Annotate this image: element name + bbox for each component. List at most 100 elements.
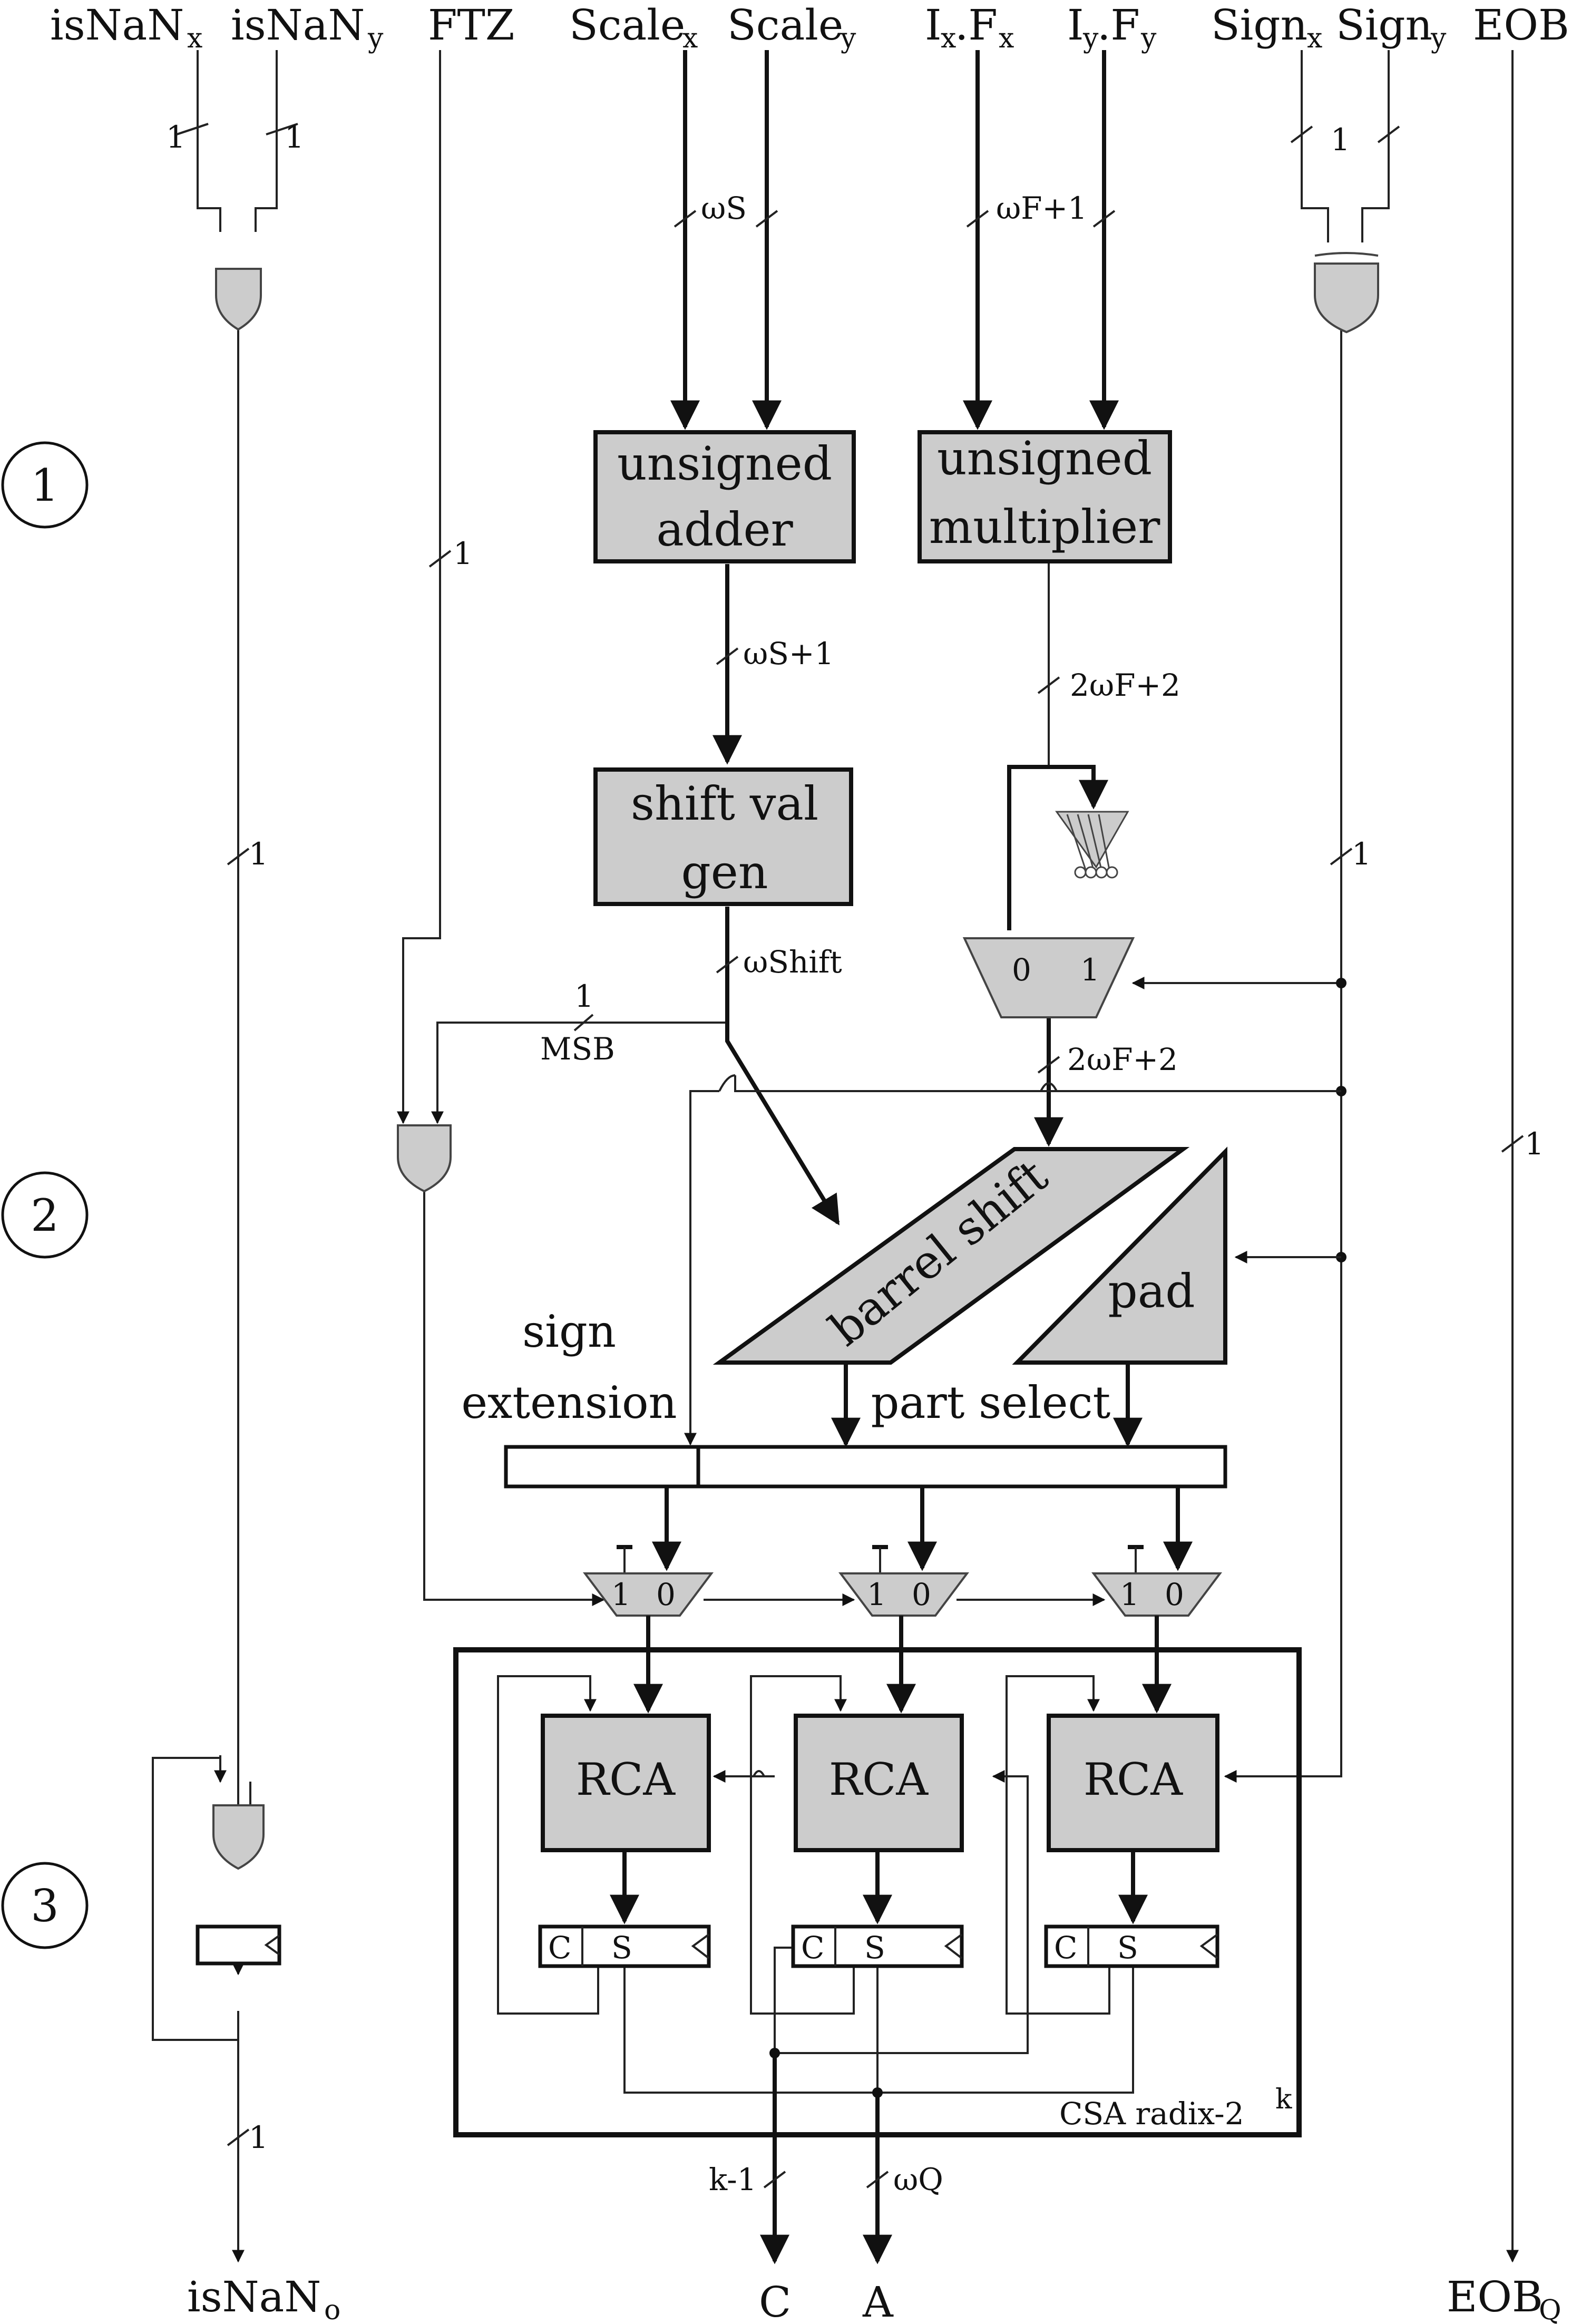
svg-text:S: S [1117, 1930, 1138, 1966]
svg-text:gen: gen [681, 845, 768, 899]
svg-text:isNaN: isNaN [231, 1, 365, 50]
scale-wires [670, 50, 840, 1226]
svg-text:isNaN: isNaN [187, 2272, 321, 2321]
svg-text:y: y [1082, 23, 1099, 54]
svg-text:x: x [941, 23, 956, 54]
partial-product-register [504, 1445, 1227, 1489]
bus-tick [176, 123, 209, 135]
svg-text:Sign: Sign [1336, 1, 1432, 50]
svg-text:1: 1 [611, 1577, 631, 1612]
svg-text:k: k [1275, 2084, 1292, 2115]
stage-marker-3: 3 [1, 1862, 89, 1949]
ftz-wires [397, 50, 727, 1606]
rca-block-3: RCA [1047, 1714, 1219, 1852]
svg-text:y: y [840, 23, 856, 54]
svg-text:y: y [1140, 23, 1157, 54]
width-msb: 1 [574, 978, 594, 1014]
input-sign-y-label: Sign y [1336, 1, 1447, 54]
svg-text:y: y [367, 23, 384, 54]
svg-text:.F: .F [955, 1, 998, 50]
svg-text:RCA: RCA [1084, 1754, 1184, 1805]
svg-text:S: S [611, 1930, 632, 1966]
svg-text:Scale: Scale [569, 1, 685, 50]
frac-wires [963, 50, 1341, 1147]
svg-text:1: 1 [867, 1577, 886, 1612]
part-select-label: part select [871, 1377, 1111, 1428]
svg-text:x: x [1307, 23, 1322, 54]
stage-marker-1: 1 [1, 441, 89, 529]
or-gate-isnan-stage3 [212, 1804, 265, 1870]
svg-text:pad: pad [1108, 1264, 1195, 1318]
or-gate-isnan-in [215, 268, 262, 331]
inverter-bank-icon [1055, 811, 1129, 879]
output-isnan-o-label: isNaN o [187, 2272, 340, 2324]
input-isnan-y-label: isNaN y [231, 1, 384, 54]
svg-text:multiplier: multiplier [929, 500, 1160, 554]
csa-wires [497, 1616, 1172, 2264]
select-mux-2: 1 0 [838, 1545, 969, 1617]
width-shift: ωShift [743, 944, 842, 980]
svg-text:unsigned: unsigned [617, 436, 832, 491]
input-eob-label: EOB [1473, 1, 1569, 50]
width-sign-mid: 1 [1352, 836, 1371, 872]
cs-register-2: C S [791, 1924, 964, 1968]
svg-text:S: S [864, 1930, 885, 1966]
svg-text:x: x [187, 23, 202, 54]
width-adder-out: ωS+1 [743, 636, 834, 672]
svg-text:C: C [801, 1930, 824, 1966]
input-ftz-label: FTZ [428, 1, 514, 50]
svg-text:0: 0 [912, 1577, 931, 1612]
svg-text:shift val: shift val [631, 776, 818, 831]
input-iyfy-label: I y .F y [1067, 1, 1157, 54]
width-ftz: 1 [453, 536, 473, 571]
input-sign-x-label: Sign x [1211, 1, 1322, 54]
sign-wires [684, 50, 1400, 1783]
unsigned-multiplier-block: unsigned multiplier [918, 430, 1172, 563]
width-a-out: ωQ [893, 2162, 943, 2197]
svg-text:C: C [1054, 1930, 1077, 1966]
sign-extension-label-2: extension [461, 1377, 677, 1428]
width-c-out: k-1 [709, 2162, 757, 2197]
svg-text:2: 2 [31, 1190, 58, 1241]
svg-text:x: x [999, 23, 1014, 54]
svg-text:1: 1 [1120, 1577, 1139, 1612]
width-sign: 1 [1331, 122, 1350, 158]
svg-text:.F: .F [1097, 1, 1140, 50]
sign-extension-label-1: sign [522, 1306, 616, 1357]
or-gate-ftz [397, 1124, 452, 1193]
select-mux-3: 1 0 [1091, 1545, 1222, 1617]
width-isnan-out: 1 [249, 2119, 268, 2155]
rca-block-2: RCA [794, 1714, 964, 1852]
input-scale-x-label: Scale x [569, 1, 698, 54]
svg-text:RCA: RCA [829, 1754, 929, 1805]
svg-text:1: 1 [31, 460, 58, 511]
svg-text:y: y [1430, 23, 1447, 54]
svg-text:o: o [324, 2294, 340, 2324]
rca-block-1: RCA [541, 1714, 711, 1852]
unsigned-adder-block: unsigned adder [593, 430, 856, 563]
svg-text:0: 0 [1012, 952, 1031, 988]
shift-val-gen-block: shift val gen [593, 767, 853, 906]
select-mux-1: 1 0 [583, 1545, 714, 1617]
output-a-label: A [862, 2278, 894, 2324]
svg-text:I: I [1067, 1, 1084, 50]
width-isnan-y: 1 [285, 119, 304, 155]
svg-text:x: x [682, 23, 698, 54]
svg-text:0: 0 [1165, 1577, 1184, 1612]
csa-label: CSA radix-2 k [1059, 2084, 1292, 2132]
svg-text:CSA radix-2: CSA radix-2 [1059, 2096, 1244, 2132]
stage-marker-2: 2 [1, 1171, 89, 1259]
svg-text:I: I [925, 1, 942, 50]
pad-block: pad [1012, 1146, 1227, 1365]
width-isnan-x: 1 [166, 119, 186, 155]
svg-text:Q: Q [1539, 2294, 1562, 2324]
mux-row-wires [652, 1486, 1193, 1606]
input-scale-y-label: Scale y [727, 1, 856, 54]
width-scale: ωS [701, 190, 747, 226]
width-mux-out: 2ωF+2 [1067, 1042, 1178, 1077]
cs-register-3: C S [1044, 1924, 1219, 1968]
svg-text:EOB: EOB [1447, 2272, 1543, 2321]
negation-mux: 0 1 [962, 937, 1135, 1018]
input-ixfx-label: I x .F x [925, 1, 1014, 54]
